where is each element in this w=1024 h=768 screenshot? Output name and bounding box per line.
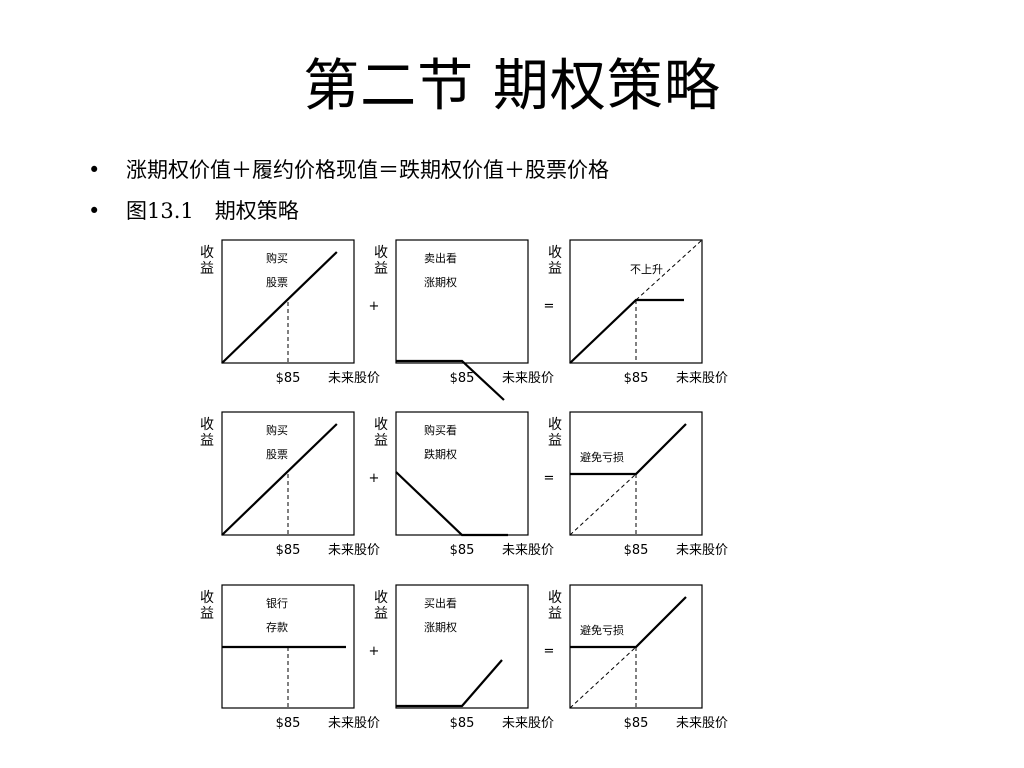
y-axis-label-top: 收 (200, 417, 214, 433)
panel-frame-r1c3 (569, 239, 703, 364)
panel-frame-r1c1 (221, 239, 355, 364)
y-axis-label-bottom: 益 (200, 433, 214, 449)
x-axis-label: 未来股价 (676, 543, 728, 558)
strike-label: $85 (450, 371, 475, 386)
x-axis-label: 未来股价 (328, 543, 380, 558)
panel-label-r1c1-2: 股票 (266, 276, 288, 289)
reference-dashed-line-r3c3 (569, 646, 637, 709)
panel-label-r1c1-1: 购买 (266, 251, 288, 265)
y-axis-label-top: 收 (374, 245, 388, 261)
x-axis-label: 未来股价 (502, 716, 554, 731)
strike-label: $85 (624, 716, 649, 731)
plus-operator: + (369, 299, 380, 314)
reference-dashed-line-r2c3 (569, 473, 637, 536)
x-axis-label: 未来股价 (328, 716, 380, 731)
panel-frame-r1c2 (395, 239, 529, 364)
panel-label-r2c2-2: 跌期权 (424, 447, 457, 461)
plus-operator: + (369, 471, 380, 486)
payoff-line-r3c3 (570, 596, 687, 649)
y-axis-label-top: 收 (548, 590, 562, 606)
bullet-text-figure-caption: 图13.1 期权策略 (126, 199, 299, 223)
bullet-dot: • (88, 199, 101, 223)
payoff-line-r2c2 (395, 471, 508, 537)
panel-label-r2c1-1: 购买 (266, 423, 288, 437)
panel-label-r1c2-1: 卖出看 (424, 251, 457, 265)
slide-title: 第二节 期权策略 (303, 54, 721, 119)
plus-operator: + (369, 644, 380, 659)
y-axis-label-bottom: 益 (374, 261, 388, 277)
equals-operator: = (544, 299, 555, 314)
panel-label-r3c3-1: 避免亏损 (580, 623, 624, 637)
y-axis-label-top: 收 (374, 590, 388, 606)
strike-label: $85 (276, 371, 301, 386)
y-axis-label-bottom: 益 (548, 261, 562, 277)
strike-label: $85 (276, 543, 301, 558)
strike-label: $85 (276, 716, 301, 731)
x-axis-label: 未来股价 (676, 371, 728, 386)
reference-dashed-line-r1c3 (635, 239, 703, 301)
payoff-line-r2c1 (221, 423, 338, 536)
strike-label: $85 (624, 371, 649, 386)
panel-frame-r2c1 (221, 411, 355, 536)
x-axis-label: 未来股价 (502, 543, 554, 558)
strike-label: $85 (450, 543, 475, 558)
panel-label-r1c2-2: 涨期权 (424, 276, 457, 289)
payoff-line-r3c2 (396, 659, 503, 708)
panel-label-r2c3-1: 避免亏损 (580, 450, 624, 464)
x-axis-label: 未来股价 (328, 371, 380, 386)
y-axis-label-top: 收 (200, 245, 214, 261)
panel-label-r3c1-1: 银行 (266, 596, 288, 610)
y-axis-label-bottom: 益 (200, 606, 214, 622)
equals-operator: = (544, 471, 555, 486)
panel-label-r1c3-1: 不上升 (630, 263, 663, 276)
strike-label: $85 (624, 543, 649, 558)
y-axis-label-top: 收 (374, 417, 388, 433)
y-axis-label-bottom: 益 (200, 261, 214, 277)
payoff-line-r2c3 (570, 423, 687, 476)
panel-frame-r2c2 (395, 411, 529, 536)
y-axis-label-bottom: 益 (374, 606, 388, 622)
y-axis-label-top: 收 (548, 245, 562, 261)
panel-label-r3c2-2: 涨期权 (424, 621, 457, 634)
bullet-dot: • (88, 158, 101, 182)
panel-frame-r3c2 (395, 584, 529, 709)
payoff-line-r1c3 (569, 298, 684, 364)
panel-label-r2c2-1: 购买看 (424, 423, 457, 437)
y-axis-label-top: 收 (200, 590, 214, 606)
panel-label-r3c1-2: 存款 (266, 620, 288, 634)
equals-operator: = (544, 644, 555, 659)
x-axis-label: 未来股价 (676, 716, 728, 731)
y-axis-label-bottom: 益 (548, 433, 562, 449)
y-axis-label-bottom: 益 (548, 606, 562, 622)
panel-label-r2c1-2: 股票 (266, 448, 288, 461)
x-axis-label: 未来股价 (502, 371, 554, 386)
panel-label-r3c2-1: 买出看 (424, 596, 457, 610)
payoff-line-r1c2 (396, 359, 505, 401)
y-axis-label-bottom: 益 (374, 433, 388, 449)
y-axis-label-top: 收 (548, 417, 562, 433)
payoff-line-r1c1 (221, 251, 338, 364)
bullet-text-parity: 涨期权价值＋履约价格现值＝跌期权价值＋股票价格 (126, 158, 609, 182)
strike-label: $85 (450, 716, 475, 731)
